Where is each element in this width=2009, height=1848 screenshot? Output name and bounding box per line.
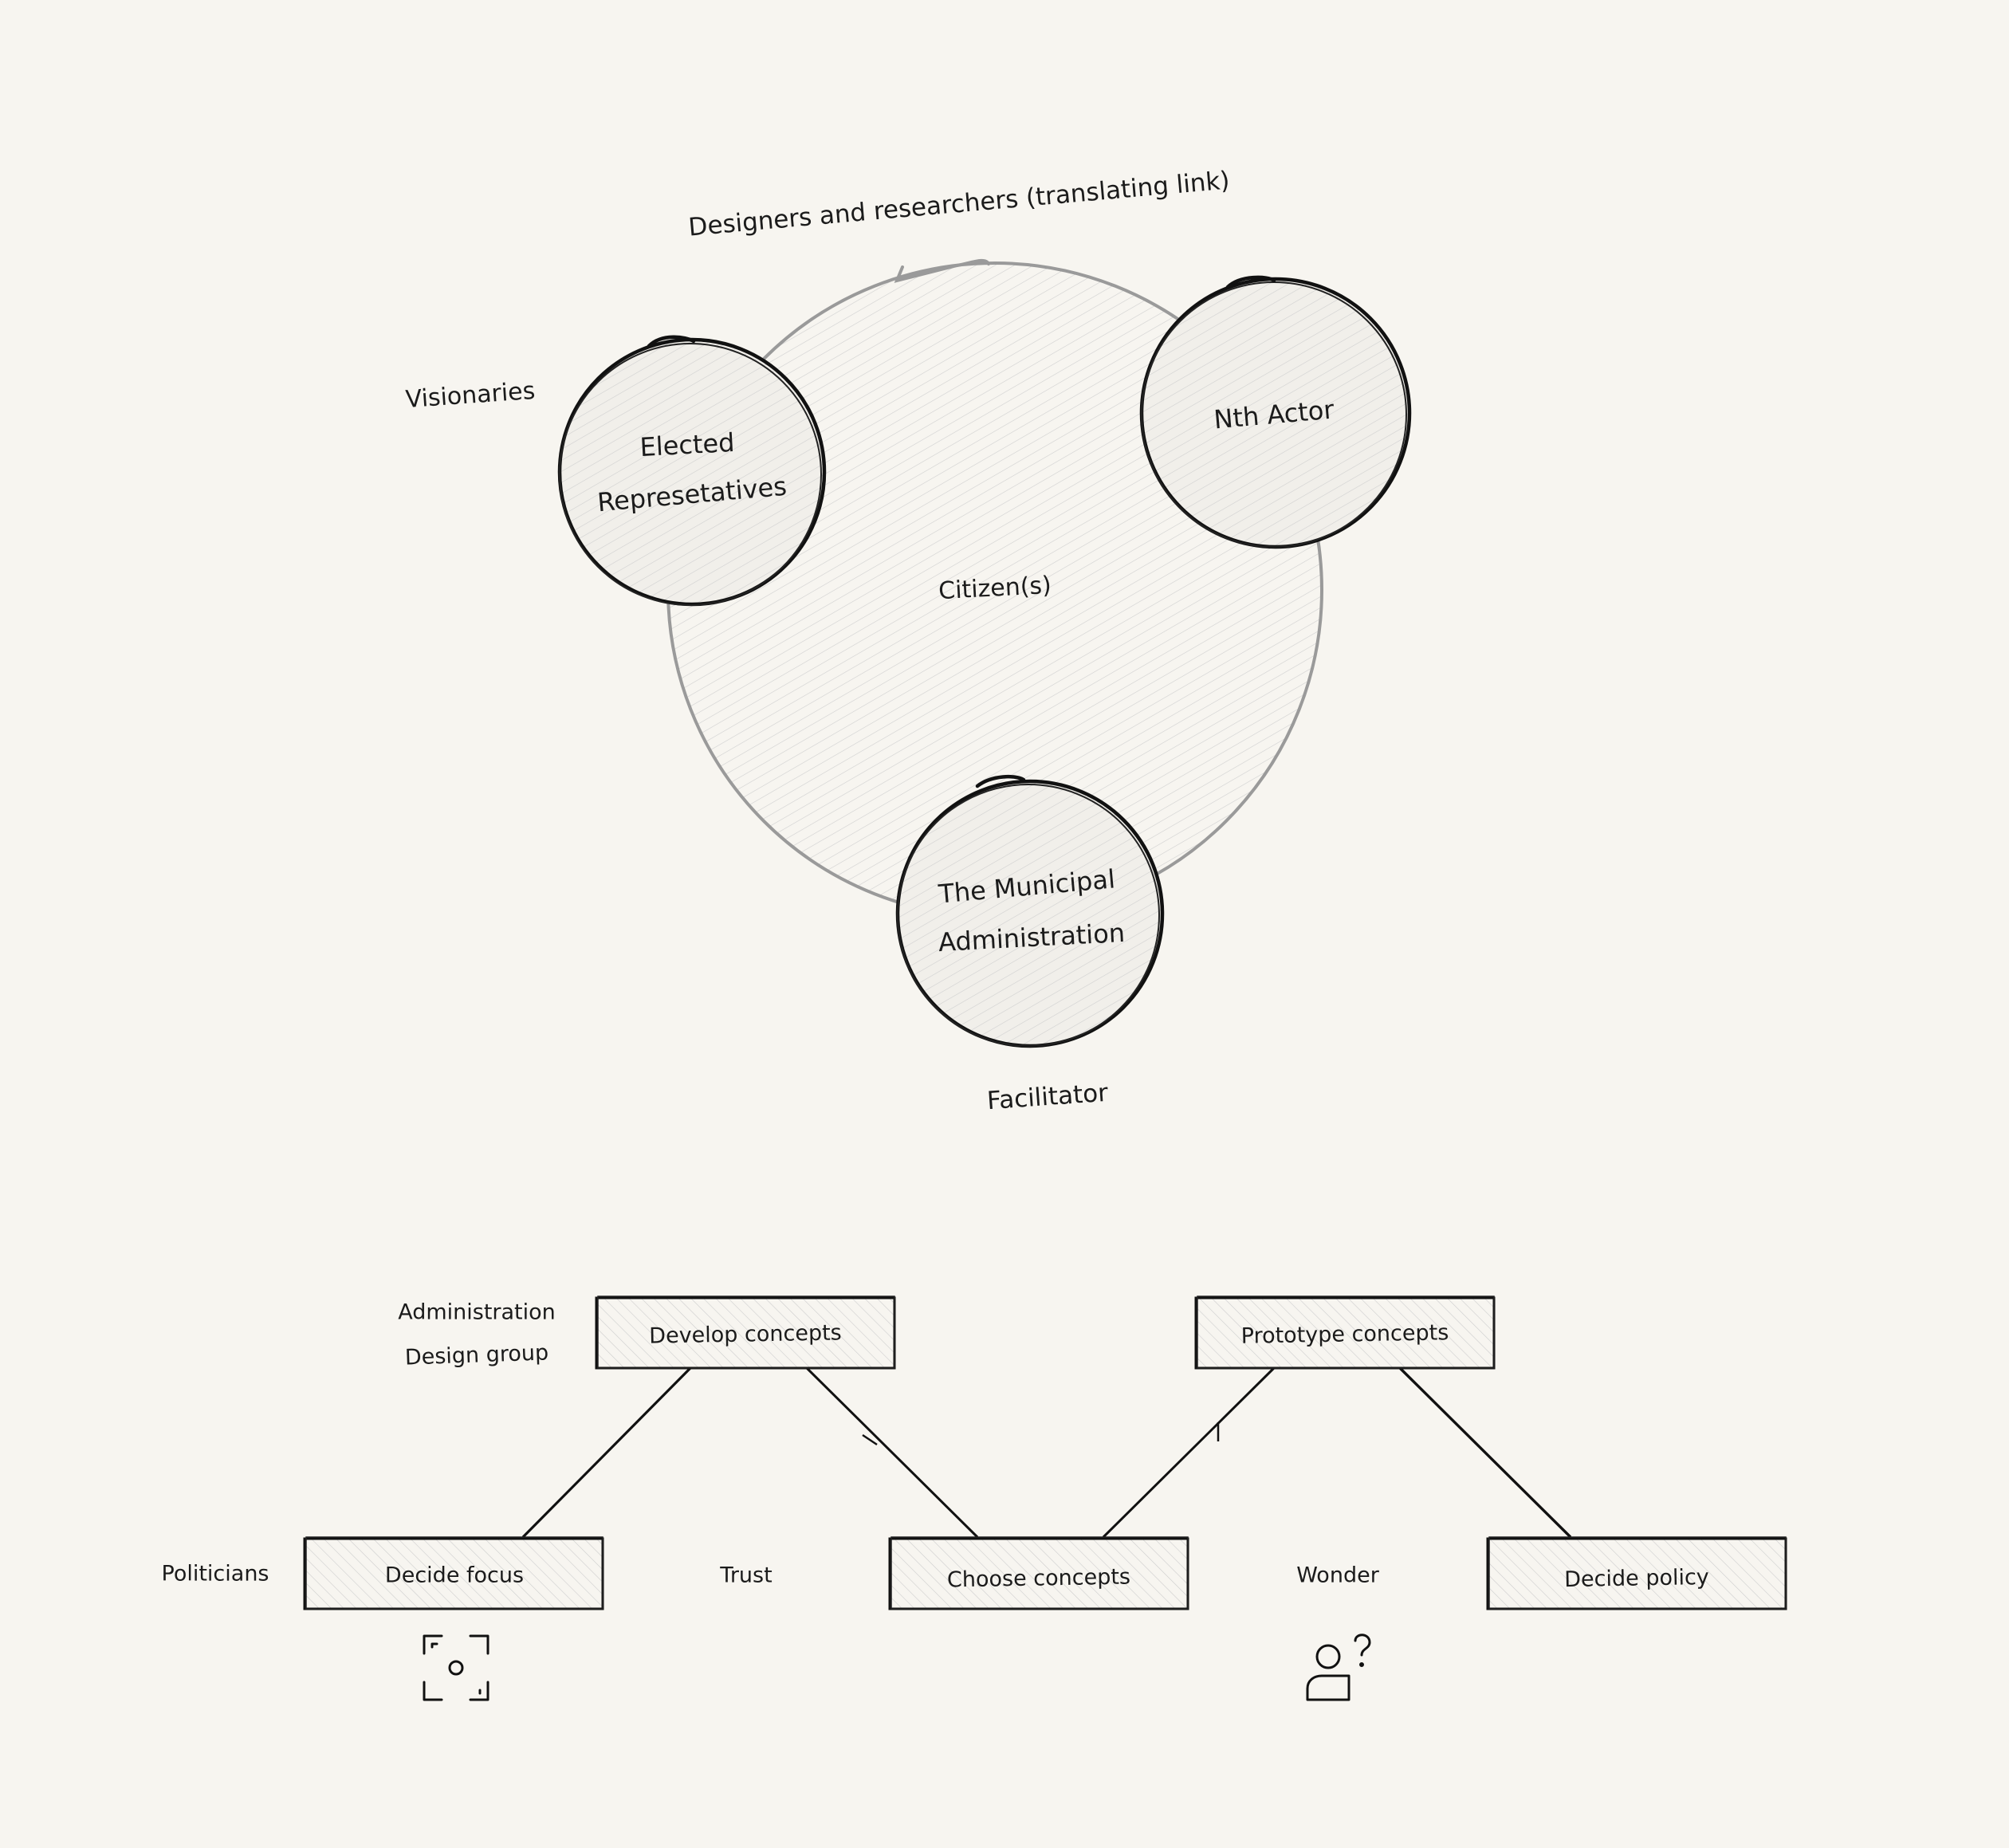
stage-label-policy: Decide policy [1563, 1564, 1710, 1593]
municipal-administration-circle [895, 775, 1165, 1048]
citizens-label: Citizen(s) [938, 571, 1052, 606]
stage-box-choose [888, 1536, 1189, 1610]
between-label-trust: Trust [720, 1563, 773, 1588]
role-label-administration: Administration [398, 1299, 556, 1325]
elected-label-line1: Elected [639, 427, 736, 463]
focus-frame-icon [423, 1634, 489, 1701]
role-label-politicians: Politicians [161, 1561, 269, 1587]
person-question-icon [1306, 1634, 1371, 1701]
stage-label-develop: Develop concepts [649, 1320, 842, 1349]
elected-representatives-circle [557, 335, 827, 607]
stage-box-develop [595, 1296, 896, 1370]
stage-label-prototype: Prototype concepts [1240, 1320, 1449, 1349]
stage-box-focus [303, 1536, 604, 1610]
stage-box-prototype [1194, 1296, 1496, 1370]
process-connectors [521, 1366, 1572, 1539]
stage-box-policy [1486, 1536, 1787, 1610]
role-label-design-group: Design group [404, 1340, 549, 1370]
nth-actor-circle [1139, 275, 1412, 549]
between-label-wonder: Wonder [1296, 1563, 1379, 1588]
stage-label-choose: Choose concepts [946, 1564, 1131, 1593]
stage-label-focus: Decide focus [384, 1563, 525, 1588]
